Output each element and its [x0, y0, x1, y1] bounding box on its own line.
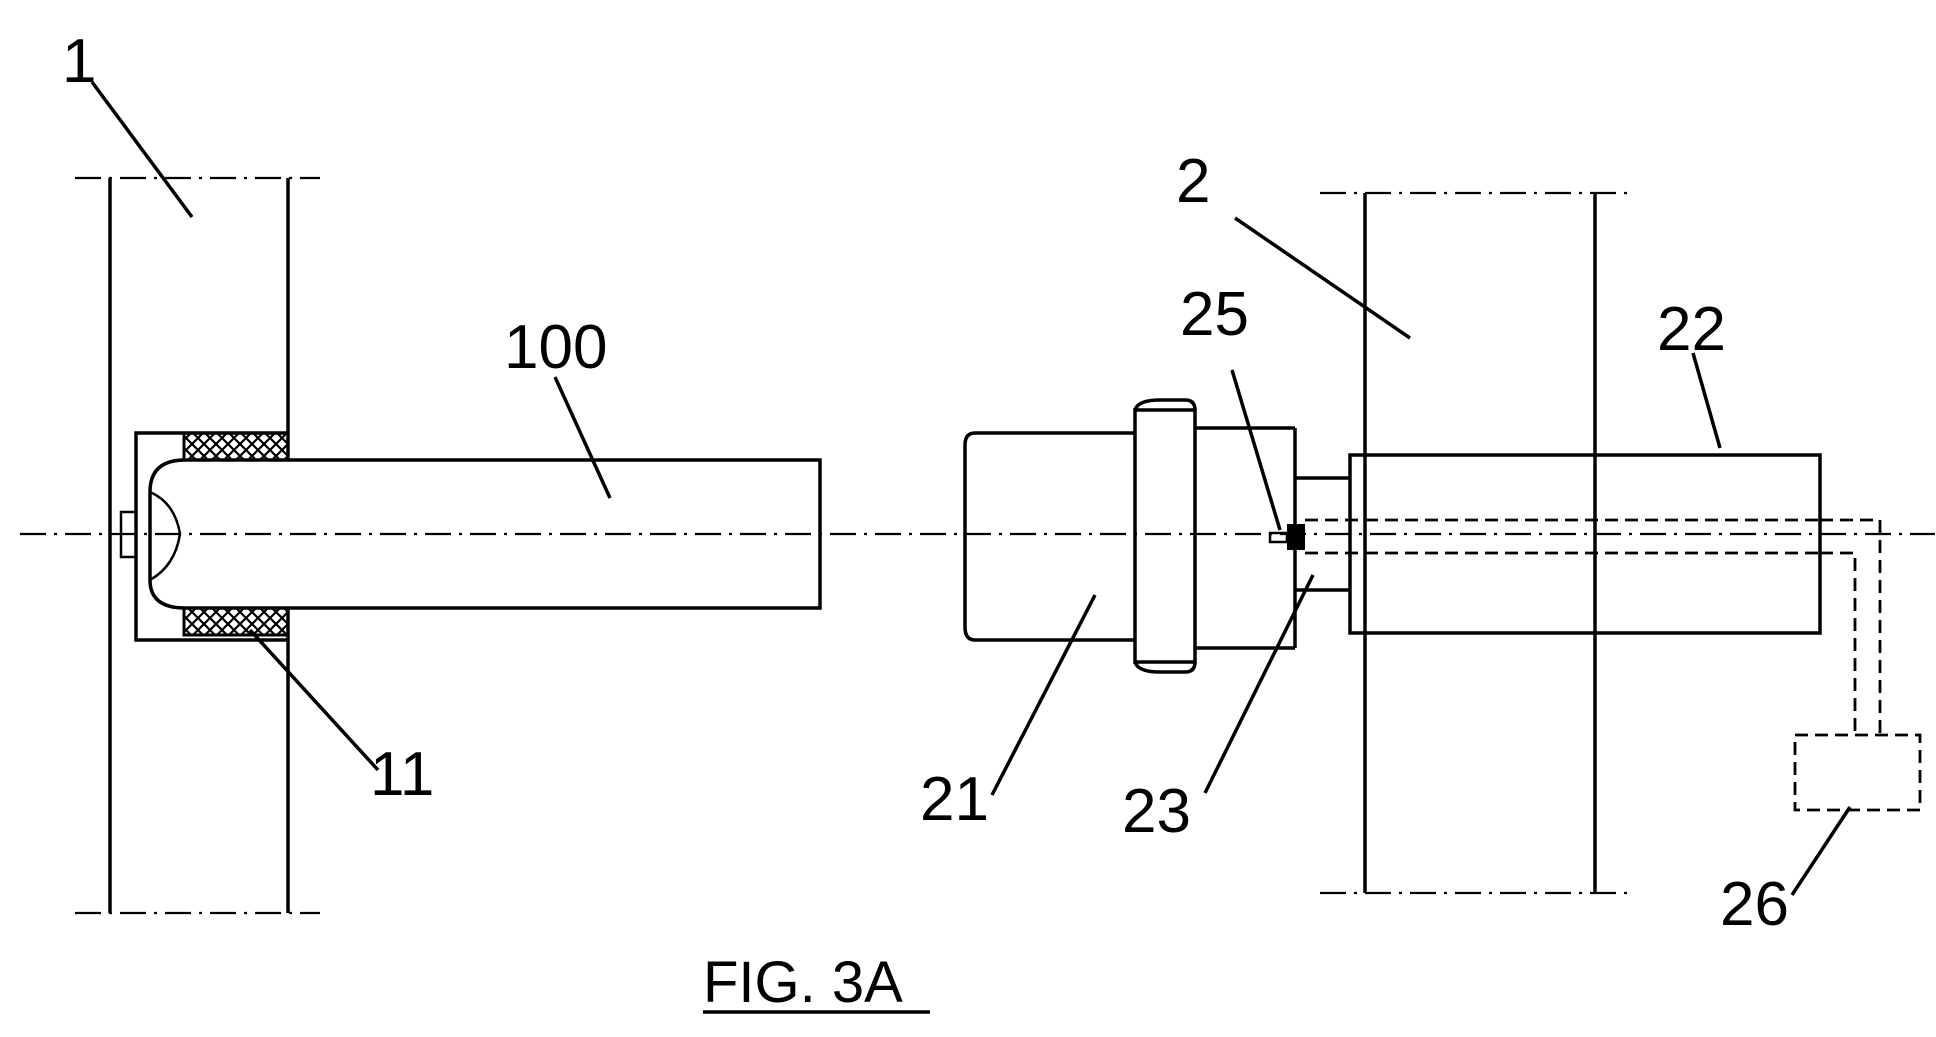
- cable-inner-dashed: [1820, 553, 1855, 735]
- sensor-25-head: [1287, 524, 1305, 550]
- gasket-lower: [184, 608, 288, 635]
- figure-caption: FIG. 3A: [703, 950, 903, 1015]
- leader-21: [992, 595, 1095, 795]
- ref-label-26: 26: [1720, 870, 1789, 939]
- ref-label-22: 22: [1657, 295, 1726, 364]
- leader-1: [92, 82, 192, 217]
- gasket-upper: [184, 433, 288, 460]
- tube-100-rounded-end: [150, 492, 180, 580]
- body-2: [1320, 193, 1630, 893]
- leader-11: [250, 630, 378, 770]
- body-1: [75, 178, 320, 913]
- cylinder-22-body: [1350, 455, 1820, 633]
- leader-25: [1232, 370, 1280, 530]
- ref-label-2: 2: [1176, 147, 1210, 216]
- unit-26-dashed-box: [1795, 735, 1920, 810]
- ref-label-23: 23: [1122, 777, 1191, 846]
- leader-100: [555, 377, 610, 498]
- leader-2: [1235, 218, 1410, 338]
- dashed-bore-and-cable: [1305, 520, 1920, 810]
- ref-label-25: 25: [1180, 280, 1249, 349]
- leader-23: [1205, 575, 1313, 793]
- ref-label-21: 21: [920, 765, 989, 834]
- sensor-25: [1270, 524, 1305, 550]
- ref-label-11: 11: [370, 740, 434, 809]
- ref-label-100: 100: [504, 313, 607, 382]
- part-21-flange: [1135, 410, 1195, 662]
- ref-label-1: 1: [62, 27, 96, 96]
- leader-22: [1693, 353, 1720, 448]
- cylinder-22: [1350, 455, 1820, 633]
- part-21: [965, 400, 1295, 672]
- leader-26: [1792, 807, 1850, 895]
- part-21-front-body: [965, 433, 1135, 640]
